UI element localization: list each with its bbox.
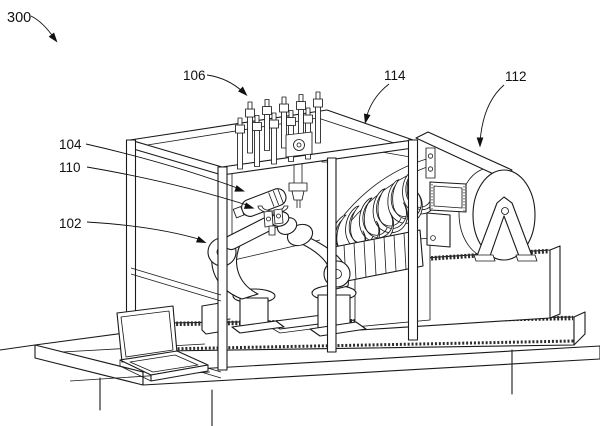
- platform-hatch-band-lower: [161, 339, 575, 351]
- leader-106: [206, 74, 244, 93]
- label-300: 300: [7, 10, 61, 45]
- frame-post-midright: [326, 157, 337, 353]
- ref-numeral-300: 300: [7, 10, 31, 26]
- cover-bracket: [425, 147, 436, 179]
- stand-foot: [473, 254, 496, 262]
- loop-trough: [333, 229, 424, 284]
- leader-112: [479, 84, 505, 143]
- panel-button: [430, 235, 436, 241]
- panel-screen: [433, 185, 463, 209]
- leader-104: [85, 143, 241, 190]
- tool-rack: [235, 91, 323, 170]
- ref-numeral-112: 112: [505, 69, 527, 84]
- machine-frame: [125, 109, 419, 379]
- panel-mount-box: [426, 212, 451, 248]
- frame-post-right: [407, 139, 419, 341]
- gimbal-bracket: [263, 210, 274, 228]
- arrowhead-112: [476, 137, 484, 148]
- robot-foot: [231, 320, 285, 334]
- gimbal-bracket: [273, 208, 284, 225]
- spindle-collar: [288, 182, 308, 192]
- arrowhead-106: [238, 86, 250, 99]
- ref-numeral-114: 114: [384, 68, 406, 83]
- arrowhead-104: [234, 185, 247, 195]
- reel-cover: [415, 131, 513, 178]
- spindle-chuck: [291, 190, 305, 201]
- panel-perforations: [431, 184, 465, 211]
- trough-slats: [343, 230, 417, 282]
- ref-numeral-110: 110: [59, 160, 81, 175]
- leader-102: [86, 221, 203, 241]
- ref-numeral-106: 106: [183, 68, 206, 83]
- leader-300: [30, 15, 55, 39]
- laptop-display: [120, 310, 174, 358]
- leader-110: [86, 166, 251, 207]
- reference-labels: 300 106 114 112 104 110: [7, 10, 527, 247]
- label-110: 110: [59, 160, 256, 212]
- frame-post-midleft: [217, 166, 228, 371]
- gimbal-shaft: [268, 225, 276, 236]
- frame-left-mid-shelf: [130, 267, 222, 302]
- laptop: [61, 305, 211, 382]
- stand-foot: [515, 254, 538, 262]
- arrowhead-300: [48, 32, 61, 45]
- guide-sweep: [343, 157, 431, 216]
- label-102: 102: [59, 216, 208, 247]
- reel-stand: [473, 196, 538, 262]
- ref-numeral-104: 104: [59, 137, 82, 152]
- label-106: 106: [183, 68, 250, 99]
- a-frame: [476, 196, 533, 257]
- chuck-rings: [268, 188, 284, 207]
- axle-hole: [501, 207, 509, 215]
- robot-foot: [309, 321, 367, 337]
- label-114: 114: [361, 68, 406, 125]
- reel-assembly: [415, 131, 538, 262]
- table-front-face: [142, 345, 600, 386]
- guide-sweep: [349, 164, 434, 223]
- arrowhead-102: [195, 236, 208, 247]
- leader-114: [365, 83, 390, 120]
- work-table: [0, 318, 600, 426]
- label-112: 112: [476, 69, 527, 148]
- platform-end-cap: [573, 311, 586, 346]
- laptop-base-front: [150, 364, 209, 382]
- ref-numeral-102: 102: [59, 216, 82, 231]
- label-104: 104: [59, 137, 247, 195]
- control-panel: [426, 181, 467, 248]
